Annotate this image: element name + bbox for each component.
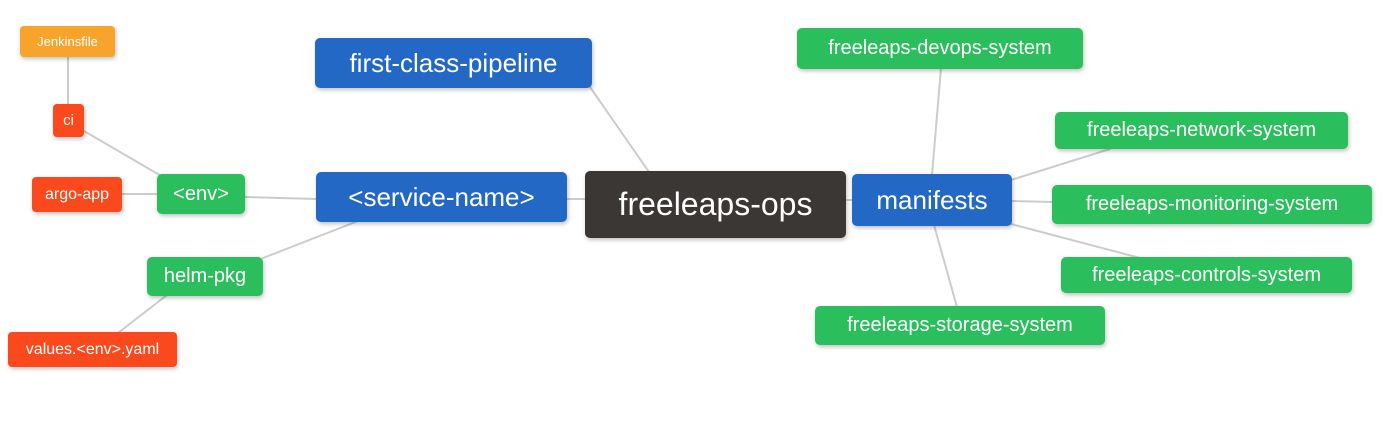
edge-env-service-name bbox=[244, 196, 318, 200]
edge-manifests-network bbox=[1010, 148, 1111, 181]
edge-ci-env bbox=[83, 130, 164, 178]
node-first-class-pipeline[interactable]: first-class-pipeline bbox=[315, 38, 592, 88]
node-freeleaps-monitoring-system[interactable]: freeleaps-monitoring-system bbox=[1052, 185, 1372, 224]
node-manifests[interactable]: manifests bbox=[852, 174, 1012, 226]
node-freeleaps-storage-system[interactable]: freeleaps-storage-system bbox=[815, 306, 1105, 345]
node-freeleaps-ops-root[interactable]: freeleaps-ops bbox=[585, 171, 846, 238]
edge-manifests-storage bbox=[933, 224, 958, 308]
node-env[interactable]: <env> bbox=[157, 174, 245, 214]
node-freeleaps-network-system[interactable]: freeleaps-network-system bbox=[1055, 112, 1348, 149]
node-ci[interactable]: ci bbox=[53, 104, 84, 137]
edge-helm-pkg-values bbox=[117, 294, 168, 334]
edge-service-name-helm-pkg bbox=[262, 220, 359, 259]
edge-first-class-pipeline-ops bbox=[589, 86, 650, 173]
node-service-name[interactable]: <service-name> bbox=[316, 172, 567, 222]
node-freeleaps-devops-system[interactable]: freeleaps-devops-system bbox=[797, 28, 1083, 69]
edge-manifests-monitoring bbox=[1010, 200, 1054, 203]
node-jenkinsfile[interactable]: Jenkinsfile bbox=[20, 26, 115, 57]
node-freeleaps-controls-system[interactable]: freeleaps-controls-system bbox=[1061, 257, 1352, 293]
edge-manifests-controls bbox=[1010, 223, 1141, 259]
node-values-env-yaml[interactable]: values.<env>.yaml bbox=[8, 332, 177, 367]
node-argo-app[interactable]: argo-app bbox=[32, 177, 122, 212]
edge-manifests-devops bbox=[931, 67, 942, 176]
node-helm-pkg[interactable]: helm-pkg bbox=[147, 257, 263, 296]
